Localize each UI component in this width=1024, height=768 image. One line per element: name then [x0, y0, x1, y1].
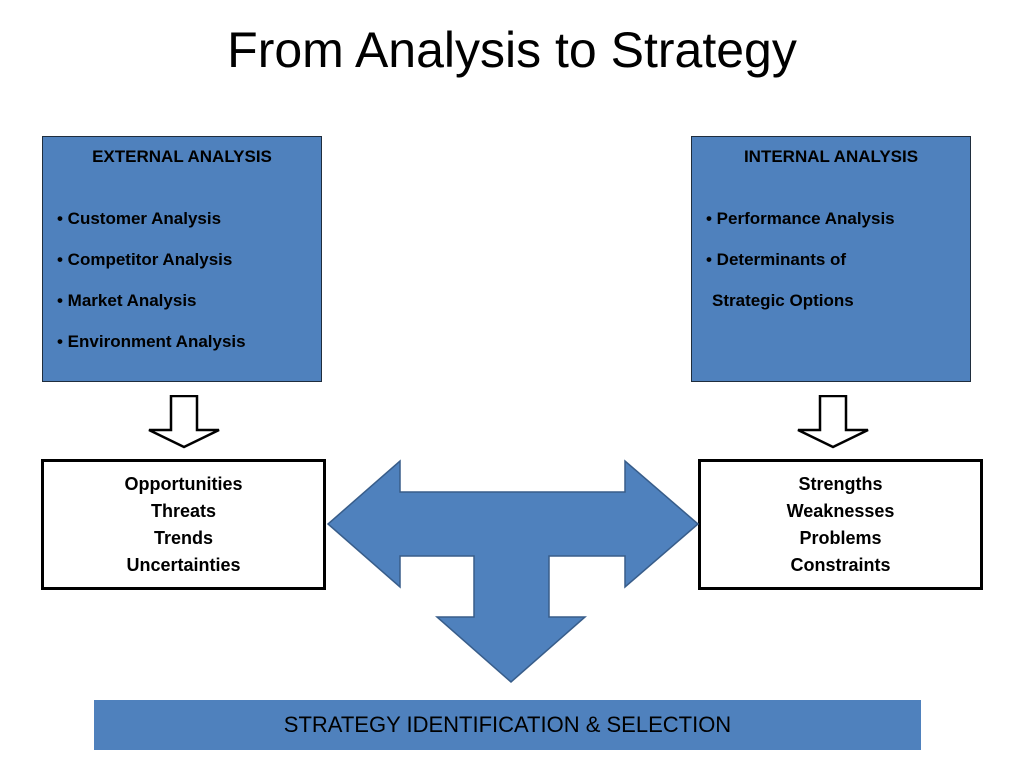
internal-analysis-heading: INTERNAL ANALYSIS: [743, 147, 919, 166]
external-item-customer: • Customer Analysis: [57, 209, 222, 228]
internal-item-strategic-options: Strategic Options: [712, 291, 854, 310]
internal-results-box: Strengths Weaknesses Problems Constraint…: [698, 459, 983, 590]
result-threats: Threats: [150, 500, 217, 521]
external-results-box: Opportunities Threats Trends Uncertainti…: [41, 459, 326, 590]
result-uncertainties: Uncertainties: [126, 554, 241, 575]
internal-item-performance: • Performance Analysis: [706, 209, 895, 228]
external-analysis-box: EXTERNAL ANALYSIS • Customer Analysis • …: [42, 136, 322, 382]
result-strengths: Strengths: [798, 473, 883, 494]
slide-title: From Analysis to Strategy: [227, 22, 797, 78]
result-weaknesses: Weaknesses: [786, 500, 895, 521]
internal-analysis-box: INTERNAL ANALYSIS • Performance Analysis…: [691, 136, 971, 382]
result-trends: Trends: [153, 527, 214, 548]
external-item-market: • Market Analysis: [57, 291, 197, 310]
external-item-environment: • Environment Analysis: [57, 332, 246, 351]
internal-down-arrow: [797, 395, 869, 449]
external-item-competitor: • Competitor Analysis: [57, 250, 233, 269]
external-analysis-heading: EXTERNAL ANALYSIS: [92, 147, 272, 166]
strategy-label: STRATEGY IDENTIFICATION & SELECTION: [283, 712, 732, 737]
result-opportunities: Opportunities: [124, 473, 243, 494]
result-problems: Problems: [799, 527, 882, 548]
result-constraints: Constraints: [790, 554, 891, 575]
external-analysis-list: • Customer Analysis • Competitor Analysi…: [57, 209, 313, 373]
internal-analysis-list: • Performance Analysis • Determinants of…: [706, 209, 962, 332]
strategy-selection-bar: STRATEGY IDENTIFICATION & SELECTION: [94, 700, 921, 750]
internal-item-determinants: • Determinants of: [706, 250, 847, 269]
external-down-arrow: [148, 395, 220, 449]
